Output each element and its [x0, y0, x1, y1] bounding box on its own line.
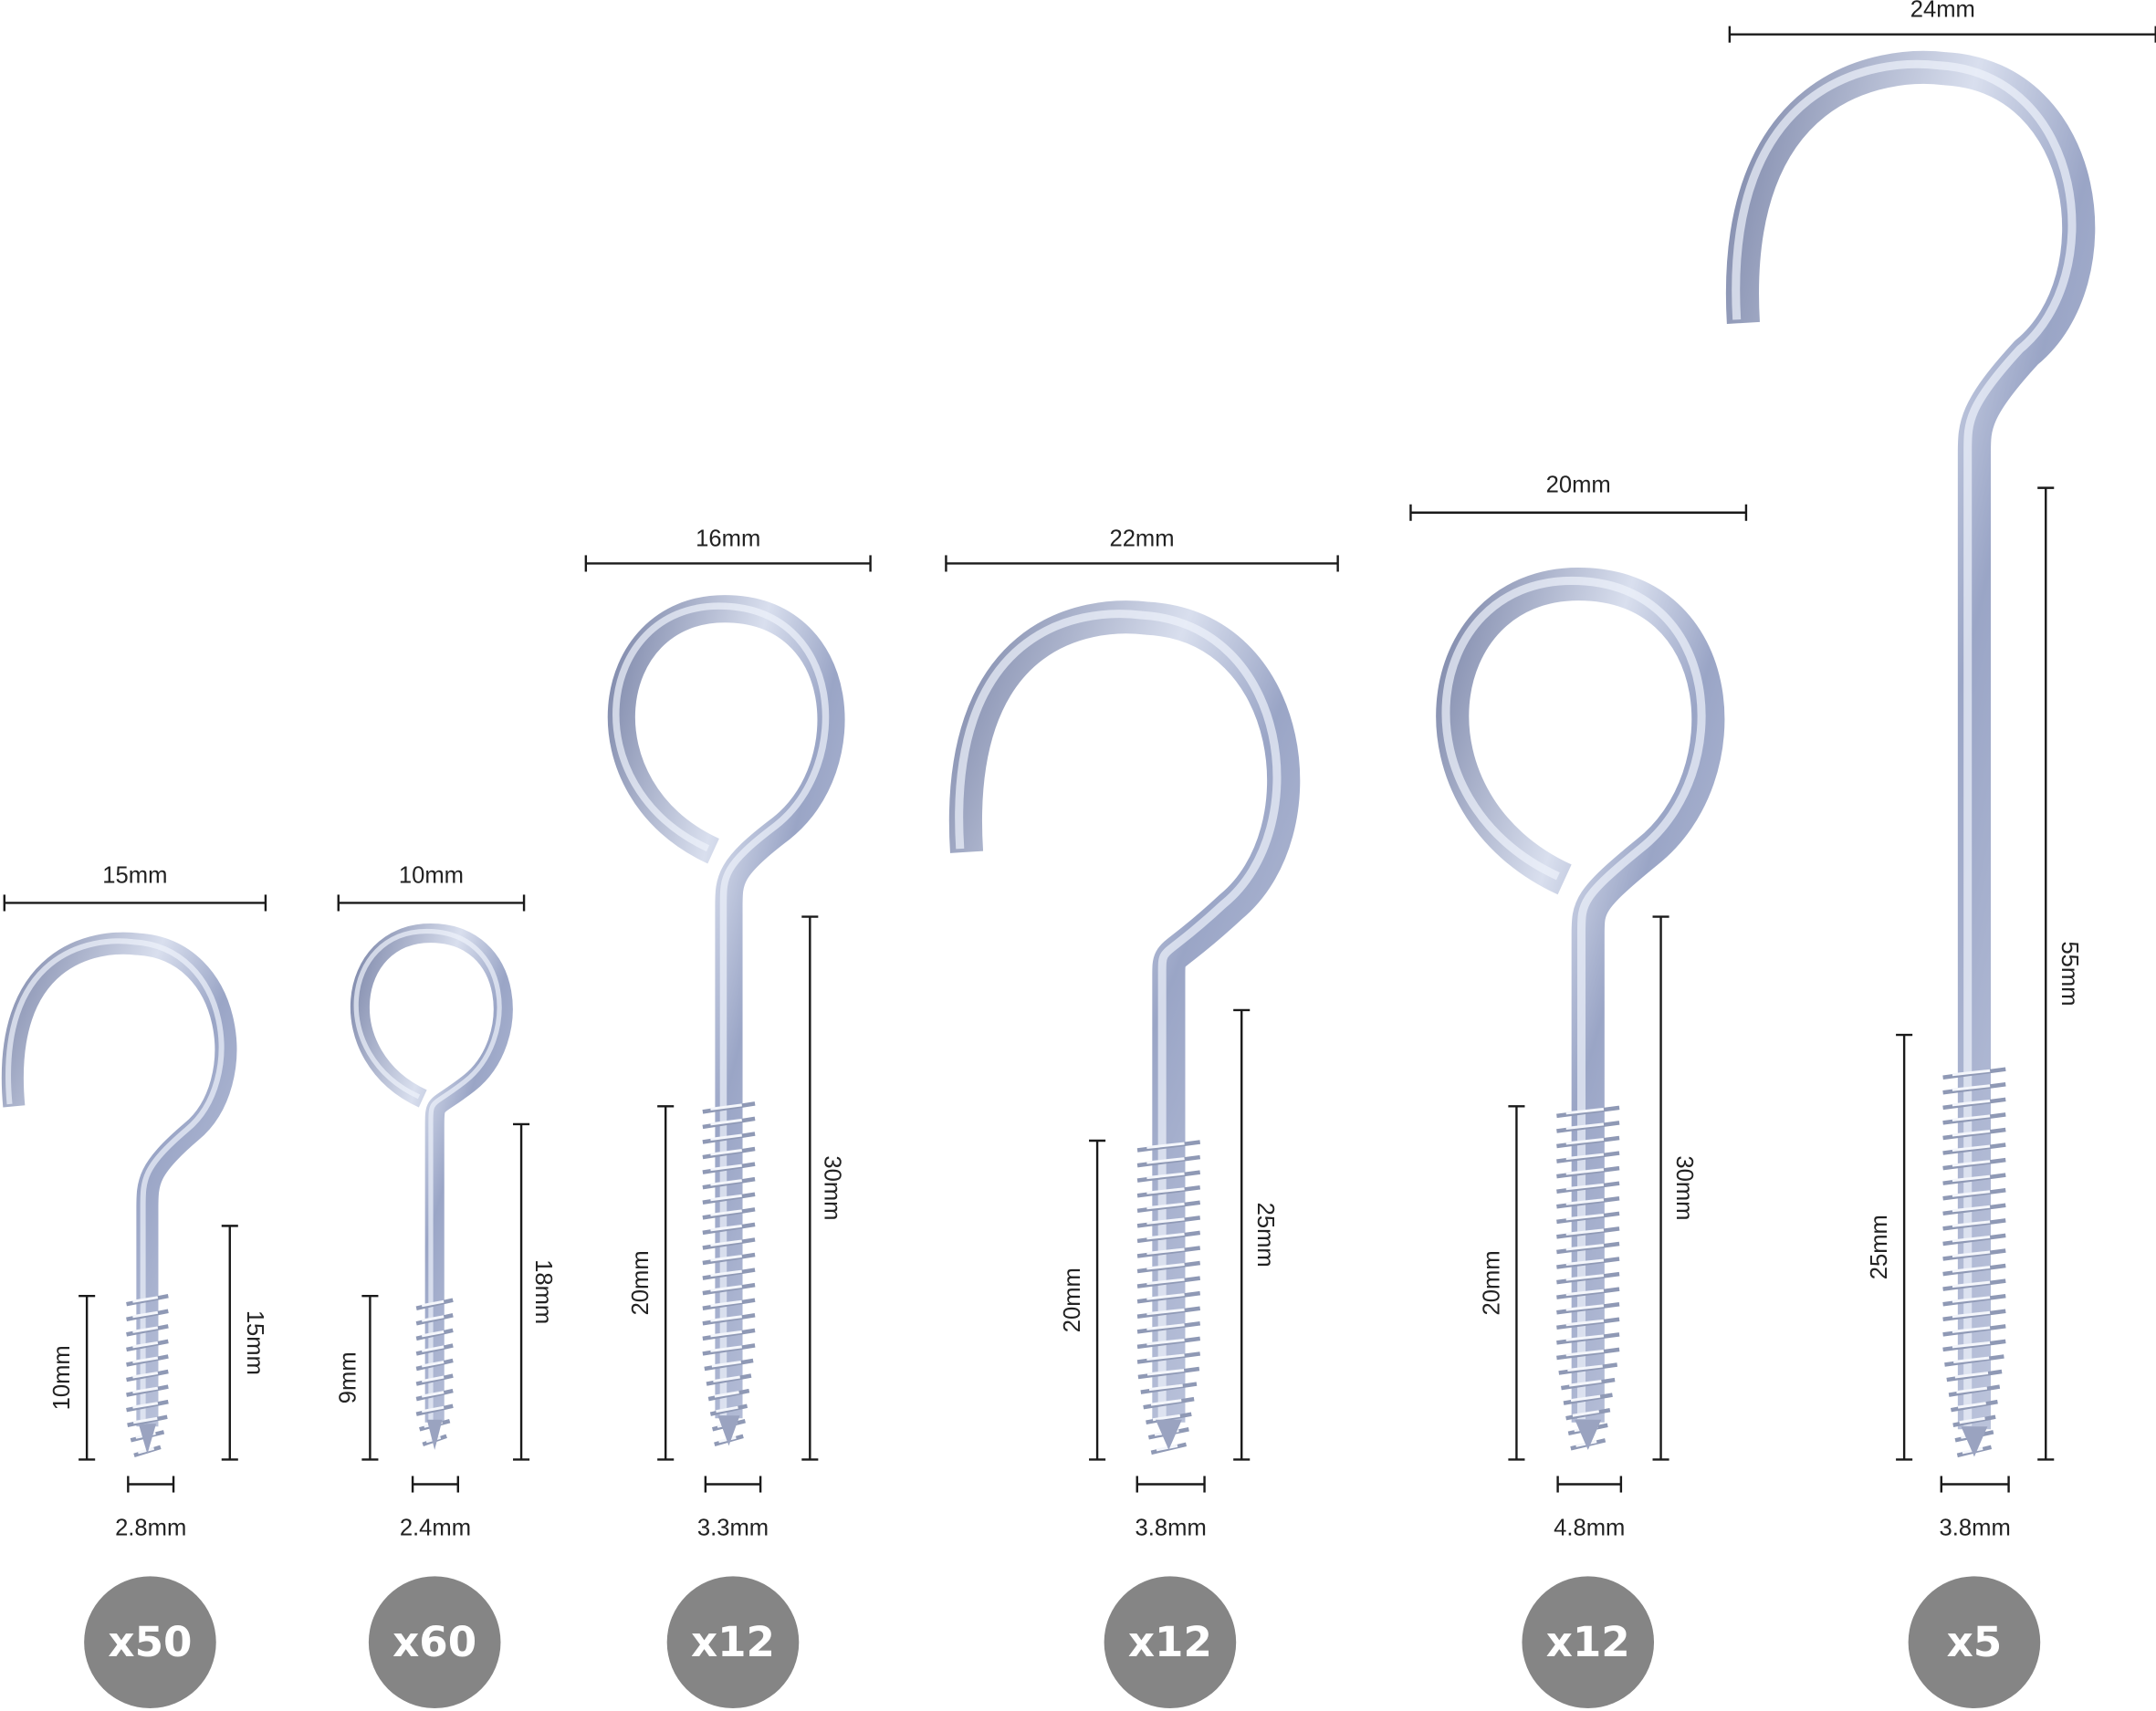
diameter-label: 2.4mm [400, 1516, 471, 1541]
length-dimension-line [1652, 915, 1669, 1461]
quantity-label: x12 [1128, 1618, 1212, 1666]
thread-length-label: 20mm [628, 1250, 654, 1315]
width-dimension-line [337, 894, 526, 912]
quantity-label: x12 [1546, 1618, 1630, 1666]
thread-length-dimension-line [361, 1294, 379, 1461]
quantity-badge: x12 [1522, 1576, 1655, 1708]
width-dimension-line [3, 894, 267, 912]
screw-thread-icon [1942, 1067, 2006, 1458]
length-dimension-line [801, 915, 819, 1461]
quantity-label: x60 [392, 1618, 476, 1666]
thread-length-dimension-line [78, 1294, 96, 1461]
diameter-dimension-line [1136, 1476, 1206, 1493]
width-dimension-line [1728, 26, 2156, 43]
diameter-label: 3.8mm [1136, 1516, 1207, 1541]
diameter-dimension-line [127, 1476, 175, 1493]
screw-thread-icon [702, 1101, 756, 1447]
quantity-badge: x50 [84, 1576, 216, 1708]
hook-icon [1725, 50, 2096, 1430]
diameter-dimension-line [1556, 1476, 1623, 1493]
length-label: 15mm [242, 1310, 267, 1375]
width-label: 22mm [1109, 526, 1174, 551]
screw-thread-icon [1556, 1105, 1620, 1451]
screw-thread-icon [415, 1298, 454, 1450]
length-dimension-line [1233, 1008, 1251, 1461]
product-item-1: 15mm 15mm 10mm 2.8mm x50 [1, 862, 267, 1708]
quantity-badge: x12 [666, 1576, 800, 1708]
product-item-5: 20mm 30mm 20mm 4.8mm x12 [1409, 473, 1748, 1708]
diameter-label: 2.8mm [115, 1516, 186, 1541]
thread-length-dimension-line [657, 1105, 675, 1461]
screw-thread-icon [126, 1293, 169, 1458]
diameter-dimension-line [704, 1476, 762, 1493]
product-item-6: 24mm 55mm 25mm 3.8mm x5 [1725, 0, 2156, 1708]
diameter-dimension-line [1940, 1476, 2010, 1493]
quantity-label: x12 [691, 1618, 775, 1666]
length-label: 18mm [530, 1259, 556, 1324]
product-item-2: 10mm 18mm 9mm 2.4mm x60 [335, 862, 556, 1708]
thread-length-label: 20mm [1060, 1268, 1085, 1332]
width-label: 16mm [696, 526, 760, 551]
length-label: 55mm [2057, 941, 2082, 1006]
quantity-badge: x12 [1104, 1576, 1237, 1708]
width-dimension-line [945, 555, 1339, 572]
thread-length-label: 25mm [1867, 1215, 1892, 1279]
thread-length-label: 9mm [335, 1351, 361, 1403]
thread-length-label: 20mm [1479, 1250, 1504, 1315]
width-label: 15mm [102, 862, 167, 888]
width-label: 10mm [399, 862, 464, 888]
quantity-badge: x60 [368, 1576, 501, 1708]
length-dimension-line [2037, 486, 2055, 1461]
width-label: 24mm [1910, 0, 1975, 23]
thread-length-label: 10mm [49, 1345, 75, 1410]
length-label: 30mm [819, 1155, 844, 1220]
hook-icon [948, 600, 1301, 1423]
width-label: 20mm [1546, 473, 1611, 498]
length-dimension-line [513, 1122, 530, 1461]
diameter-label: 4.8mm [1554, 1516, 1625, 1541]
thread-length-dimension-line [1089, 1139, 1106, 1461]
screw-thread-icon [1136, 1140, 1201, 1455]
product-item-4: 22mm 25mm 20mm 3.8mm x12 [945, 526, 1339, 1708]
thread-length-dimension-line [1508, 1105, 1525, 1461]
diameter-label: 3.3mm [697, 1516, 769, 1541]
product-item-3: 16mm 30mm 20mm 3.3mm x12 [584, 526, 872, 1708]
width-dimension-line [584, 555, 872, 572]
diameter-label: 3.8mm [1940, 1516, 2011, 1541]
length-dimension-line [221, 1225, 238, 1461]
quantity-badge: x5 [1908, 1576, 2041, 1708]
hook-icon [1, 932, 237, 1427]
diameter-dimension-line [411, 1476, 459, 1493]
width-dimension-line [1409, 504, 1748, 521]
length-label: 30mm [1671, 1155, 1697, 1220]
length-label: 25mm [1252, 1203, 1278, 1268]
quantity-label: x50 [108, 1618, 192, 1666]
quantity-label: x5 [1947, 1618, 2003, 1666]
thread-length-dimension-line [1896, 1033, 1913, 1461]
